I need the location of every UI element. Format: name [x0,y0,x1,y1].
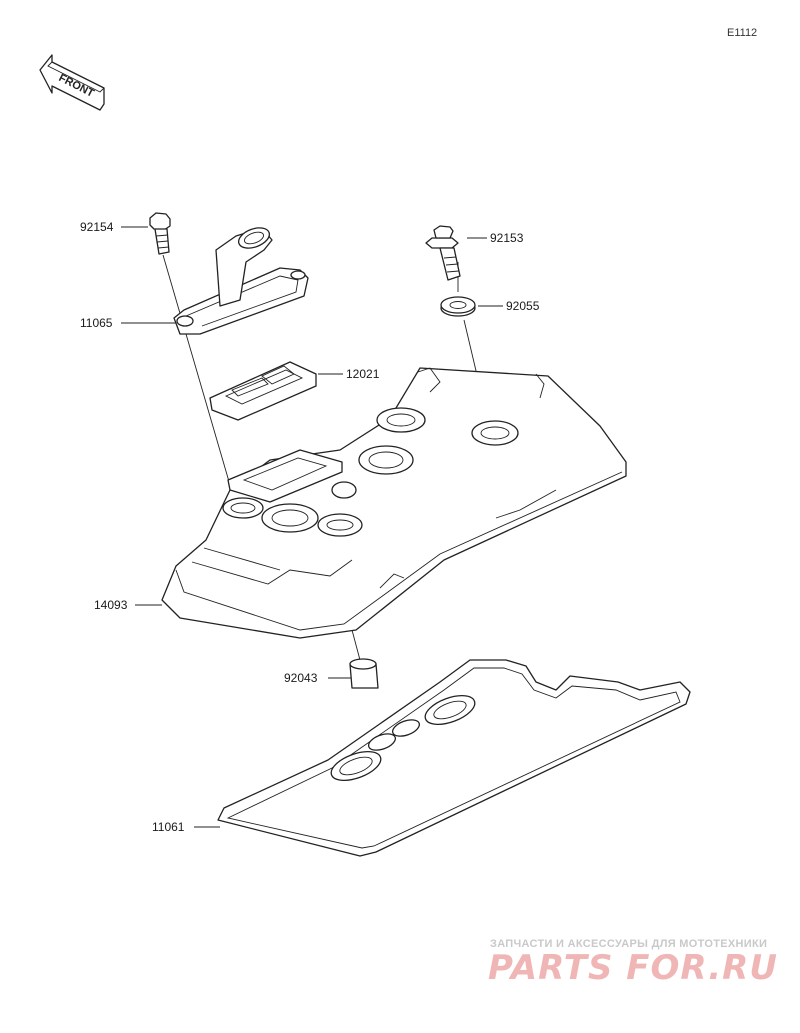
watermark-brand: PARTS FOR.RU [488,948,778,988]
front-arrow-icon: FRONT [39,54,105,111]
part-92154-bolt [149,212,171,255]
part-92055-washer [440,296,476,317]
part-92153-bolt [425,225,461,281]
watermark-tagline: ЗАПЧАСТИ И АКСЕССУАРЫ ДЛЯ МОТОТЕХНИКИ [490,938,768,950]
diagram-code: E1112 [727,27,757,39]
callout-92153: 92153 [490,231,524,245]
callout-12021: 12021 [346,367,380,381]
callout-92055: 92055 [506,299,540,313]
part-92043-dowel [349,658,379,689]
part-14093-head-cover [161,367,627,639]
callout-14093: 14093 [94,598,128,612]
part-11061-gasket [217,659,691,857]
callout-11061: 11061 [152,820,185,834]
part-12021-gasket [209,361,317,421]
callout-92043: 92043 [284,671,318,685]
part-11065-cover [173,227,309,335]
callout-92154: 92154 [80,220,114,234]
callout-11065: 11065 [80,316,113,330]
